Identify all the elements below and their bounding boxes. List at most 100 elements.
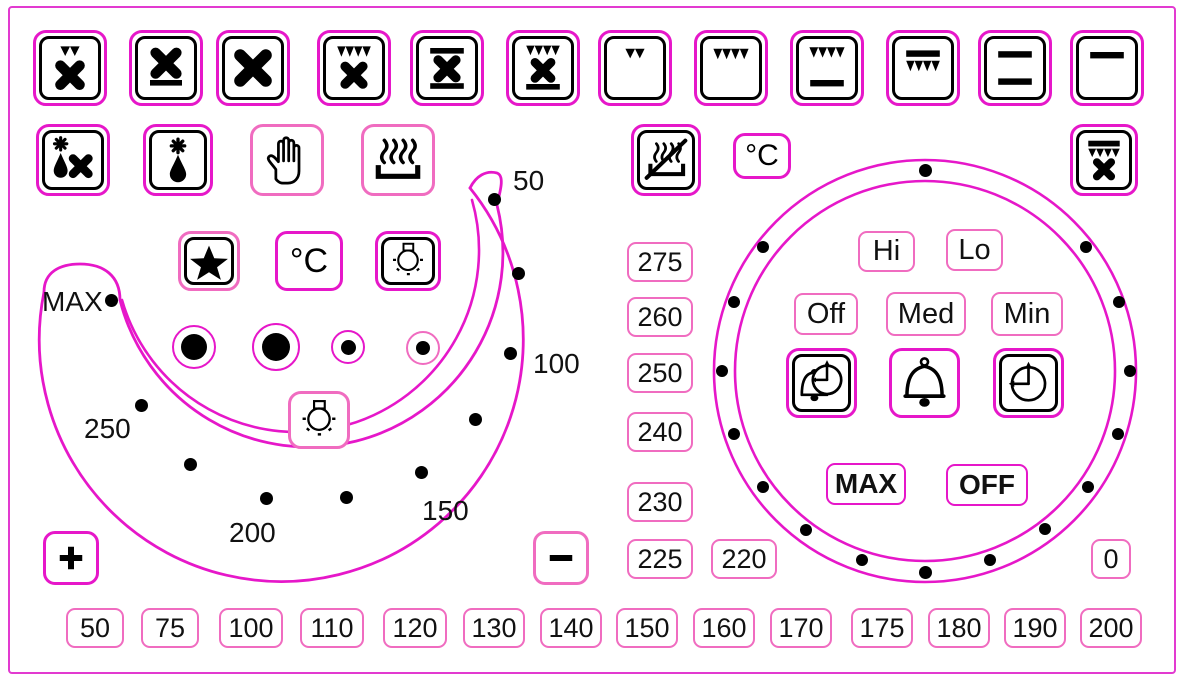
icon-inner [895, 354, 954, 412]
icon-bell[interactable] [889, 348, 960, 418]
grill-small-icon [625, 48, 645, 59]
dial-tick [340, 491, 353, 504]
celsius-label: °C [289, 241, 329, 280]
celsius-box-mid[interactable]: °C [275, 231, 343, 291]
icon-oven-lamp-lower[interactable] [288, 391, 350, 449]
dial-tick [757, 481, 769, 493]
icon-inner [700, 36, 762, 100]
temp-box-240[interactable]: 240 [627, 412, 693, 452]
icon-keep-warm[interactable] [361, 124, 435, 196]
icon-inner [149, 130, 207, 190]
icon-star[interactable] [178, 231, 240, 291]
temp-box-260[interactable]: 260 [627, 297, 693, 337]
bar-top-icon [1090, 52, 1124, 59]
grill-fan-full-icon [337, 46, 371, 89]
dial-tick [184, 458, 197, 471]
bottom-value-110[interactable]: 110 [300, 608, 364, 648]
grill-underline-icon [809, 47, 845, 87]
icon-grill-fan-full[interactable] [317, 30, 391, 106]
bottom-value-75[interactable]: 75 [141, 608, 199, 648]
icon-inner [1076, 36, 1138, 100]
icon-top-bottom-heat[interactable] [978, 30, 1052, 106]
icon-inner [416, 36, 478, 100]
bottom-value-120[interactable]: 120 [383, 608, 447, 648]
bottom-value-160[interactable]: 160 [693, 608, 755, 648]
knob-dot [340, 339, 356, 355]
bottom-value-130[interactable]: 130 [463, 608, 525, 648]
grill-fan-underline-icon [526, 45, 560, 90]
icon-fan-bottom-heat[interactable] [129, 30, 203, 106]
bottom-value-150[interactable]: 150 [616, 608, 678, 648]
temp-box-220[interactable]: 220 [711, 539, 777, 579]
mode-button-hi[interactable]: Hi [858, 231, 915, 272]
knob-mark-large-1[interactable] [172, 325, 216, 369]
icon-grill-bottom-heat[interactable] [790, 30, 864, 106]
clock-icon [1008, 361, 1047, 402]
mode-button-max[interactable]: MAX [826, 463, 906, 505]
icon-oven-lamp-upper[interactable] [375, 231, 441, 291]
mode-button-off-bold[interactable]: OFF [946, 464, 1028, 506]
icon-inner [892, 36, 954, 100]
temp-box-230[interactable]: 230 [627, 482, 693, 522]
temp-box-250[interactable]: 250 [627, 353, 693, 393]
icon-full-grill[interactable] [694, 30, 768, 106]
bottom-value-190[interactable]: 190 [1004, 608, 1066, 648]
mode-button-min[interactable]: Min [991, 292, 1063, 336]
dial-tick [469, 413, 482, 426]
bottom-value-100[interactable]: 100 [219, 608, 283, 648]
icon-inner [184, 237, 234, 285]
icon-inner [294, 397, 344, 443]
mode-button-lo[interactable]: Lo [946, 229, 1003, 271]
dial-tick [716, 365, 728, 377]
dial-tick [728, 428, 740, 440]
fan-icon [234, 49, 272, 87]
temp-box-225[interactable]: 225 [627, 539, 693, 579]
grill-full-icon [713, 48, 749, 60]
icon-top-bar-grill[interactable] [886, 30, 960, 106]
celsius-box-top[interactable]: °C [733, 133, 791, 179]
dial-tick [1082, 481, 1094, 493]
temp-box-275[interactable]: 275 [627, 242, 693, 282]
bottom-value-200[interactable]: 200 [1080, 608, 1142, 648]
icon-defrost-fan[interactable] [36, 124, 110, 196]
dial-label-100: 100 [533, 348, 580, 379]
icon-fan-only[interactable] [216, 30, 290, 106]
icon-grill-fan-top[interactable] [33, 30, 107, 106]
plus-icon [59, 546, 83, 570]
icon-grill-fan-top-bar[interactable] [1070, 124, 1138, 196]
knob-mark-small-1[interactable] [331, 330, 365, 364]
bottom-value-175[interactable]: 175 [851, 608, 913, 648]
icon-defrost[interactable] [143, 124, 213, 196]
dial-tick [1124, 365, 1136, 377]
mode-button-off[interactable]: Off [794, 293, 858, 335]
bottom-value-180[interactable]: 180 [928, 608, 990, 648]
icon-inner [135, 36, 197, 100]
icon-no-heat[interactable] [631, 124, 701, 196]
knob-mark-large-2[interactable] [252, 323, 300, 371]
icon-hand[interactable] [250, 124, 324, 196]
icon-top-bottom-fan[interactable] [410, 30, 484, 106]
bottom-value-50[interactable]: 50 [66, 608, 124, 648]
bottom-value-140[interactable]: 140 [540, 608, 602, 648]
bar-grill-icon [906, 50, 940, 72]
minus-button[interactable] [533, 531, 589, 585]
lamp-icon [302, 400, 336, 436]
icon-top-heat[interactable] [1070, 30, 1144, 106]
knob-mark-small-2[interactable] [406, 331, 440, 365]
star-icon [190, 245, 228, 280]
icon-clock[interactable] [993, 348, 1064, 418]
knob-dot [262, 333, 290, 361]
bottom-value-170[interactable]: 170 [770, 608, 832, 648]
plus-button[interactable] [43, 531, 99, 585]
mode-button-med[interactable]: Med [886, 292, 966, 336]
zero-box[interactable]: 0 [1091, 539, 1131, 579]
dial-tick [1080, 241, 1092, 253]
icon-small-grill[interactable] [598, 30, 672, 106]
icon-timer-bell-clock[interactable] [786, 348, 857, 418]
lamp-icon [393, 242, 423, 276]
icon-inner [796, 36, 858, 100]
defrost-icon [169, 137, 187, 183]
icon-grill-fan-bottom[interactable] [506, 30, 580, 106]
bell-clock-icon [800, 360, 843, 402]
dial-tick [512, 267, 525, 280]
